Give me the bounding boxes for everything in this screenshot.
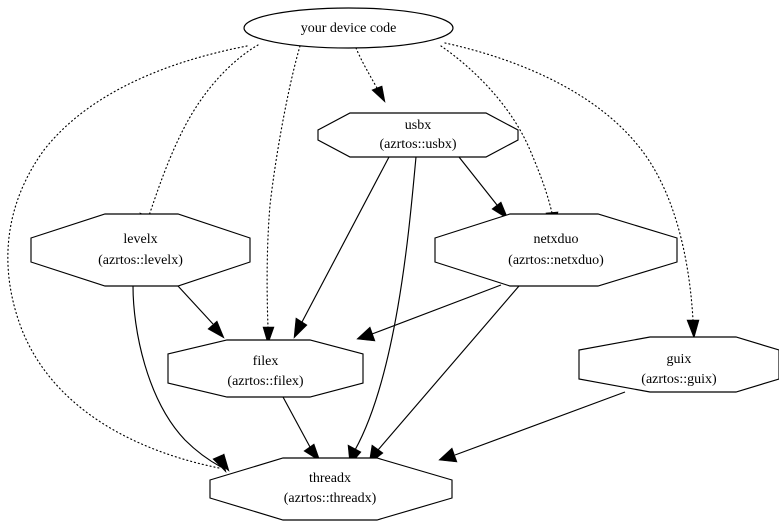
edge-netxduo-to-filex bbox=[356, 284, 502, 342]
edge-netxduo-to-threadx bbox=[368, 285, 520, 465]
node-netxduo[interactable]: netxduo (azrtos::netxduo) bbox=[434, 213, 678, 287]
node-filex-shape bbox=[167, 339, 364, 398]
node-usbx-label-line2: (azrtos::usbx) bbox=[380, 137, 457, 152]
node-your-device-code[interactable]: your device code bbox=[243, 7, 454, 49]
edge-root-to-levelx bbox=[139, 44, 259, 232]
edge-usbx-to-threadx bbox=[347, 156, 417, 466]
node-layer: your device code usbx (azrtos::usbx) lev… bbox=[30, 7, 779, 521]
edge-levelx-to-threadx bbox=[132, 285, 230, 472]
node-netxduo-shape bbox=[434, 213, 678, 287]
edge-guix-to-threadx bbox=[438, 391, 626, 463]
node-threadx-label-line2: (azrtos::threadx) bbox=[284, 491, 377, 506]
edge-root-to-filex bbox=[262, 45, 301, 345]
node-guix-label-line1: guix bbox=[667, 352, 692, 367]
node-threadx-shape bbox=[209, 457, 453, 521]
edge-levelx-to-filex bbox=[177, 285, 225, 339]
node-netxduo-label-line1: netxduo bbox=[533, 232, 578, 247]
node-usbx-shape bbox=[317, 112, 519, 158]
edge-filex-to-threadx bbox=[282, 396, 321, 462]
node-levelx[interactable]: levelx (azrtos::levelx) bbox=[30, 213, 251, 287]
node-levelx-label-line2: (azrtos::levelx) bbox=[98, 253, 183, 268]
node-your-device-code-shape bbox=[243, 7, 454, 49]
node-filex-label-line1: filex bbox=[253, 354, 279, 369]
node-usbx-label-line1: usbx bbox=[405, 118, 431, 133]
node-threadx-label-line1: threadx bbox=[309, 471, 351, 486]
node-guix[interactable]: guix (azrtos::guix) bbox=[578, 336, 779, 393]
node-filex[interactable]: filex (azrtos::filex) bbox=[167, 339, 364, 398]
node-threadx[interactable]: threadx (azrtos::threadx) bbox=[209, 457, 453, 521]
edge-root-to-guix bbox=[444, 42, 700, 339]
edge-usbx-to-netxduo bbox=[458, 156, 509, 220]
node-usbx[interactable]: usbx (azrtos::usbx) bbox=[317, 112, 519, 158]
node-your-device-code-label: your device code bbox=[301, 21, 397, 36]
node-netxduo-label-line2: (azrtos::netxduo) bbox=[508, 253, 604, 268]
node-filex-label-line2: (azrtos::filex) bbox=[227, 374, 304, 389]
node-levelx-shape bbox=[30, 213, 251, 287]
node-levelx-label-line1: levelx bbox=[123, 232, 157, 247]
edge-root-to-usbx bbox=[355, 47, 386, 103]
node-guix-shape bbox=[578, 336, 779, 393]
node-guix-label-line2: (azrtos::guix) bbox=[641, 372, 717, 387]
edge-usbx-to-filex bbox=[293, 156, 390, 339]
